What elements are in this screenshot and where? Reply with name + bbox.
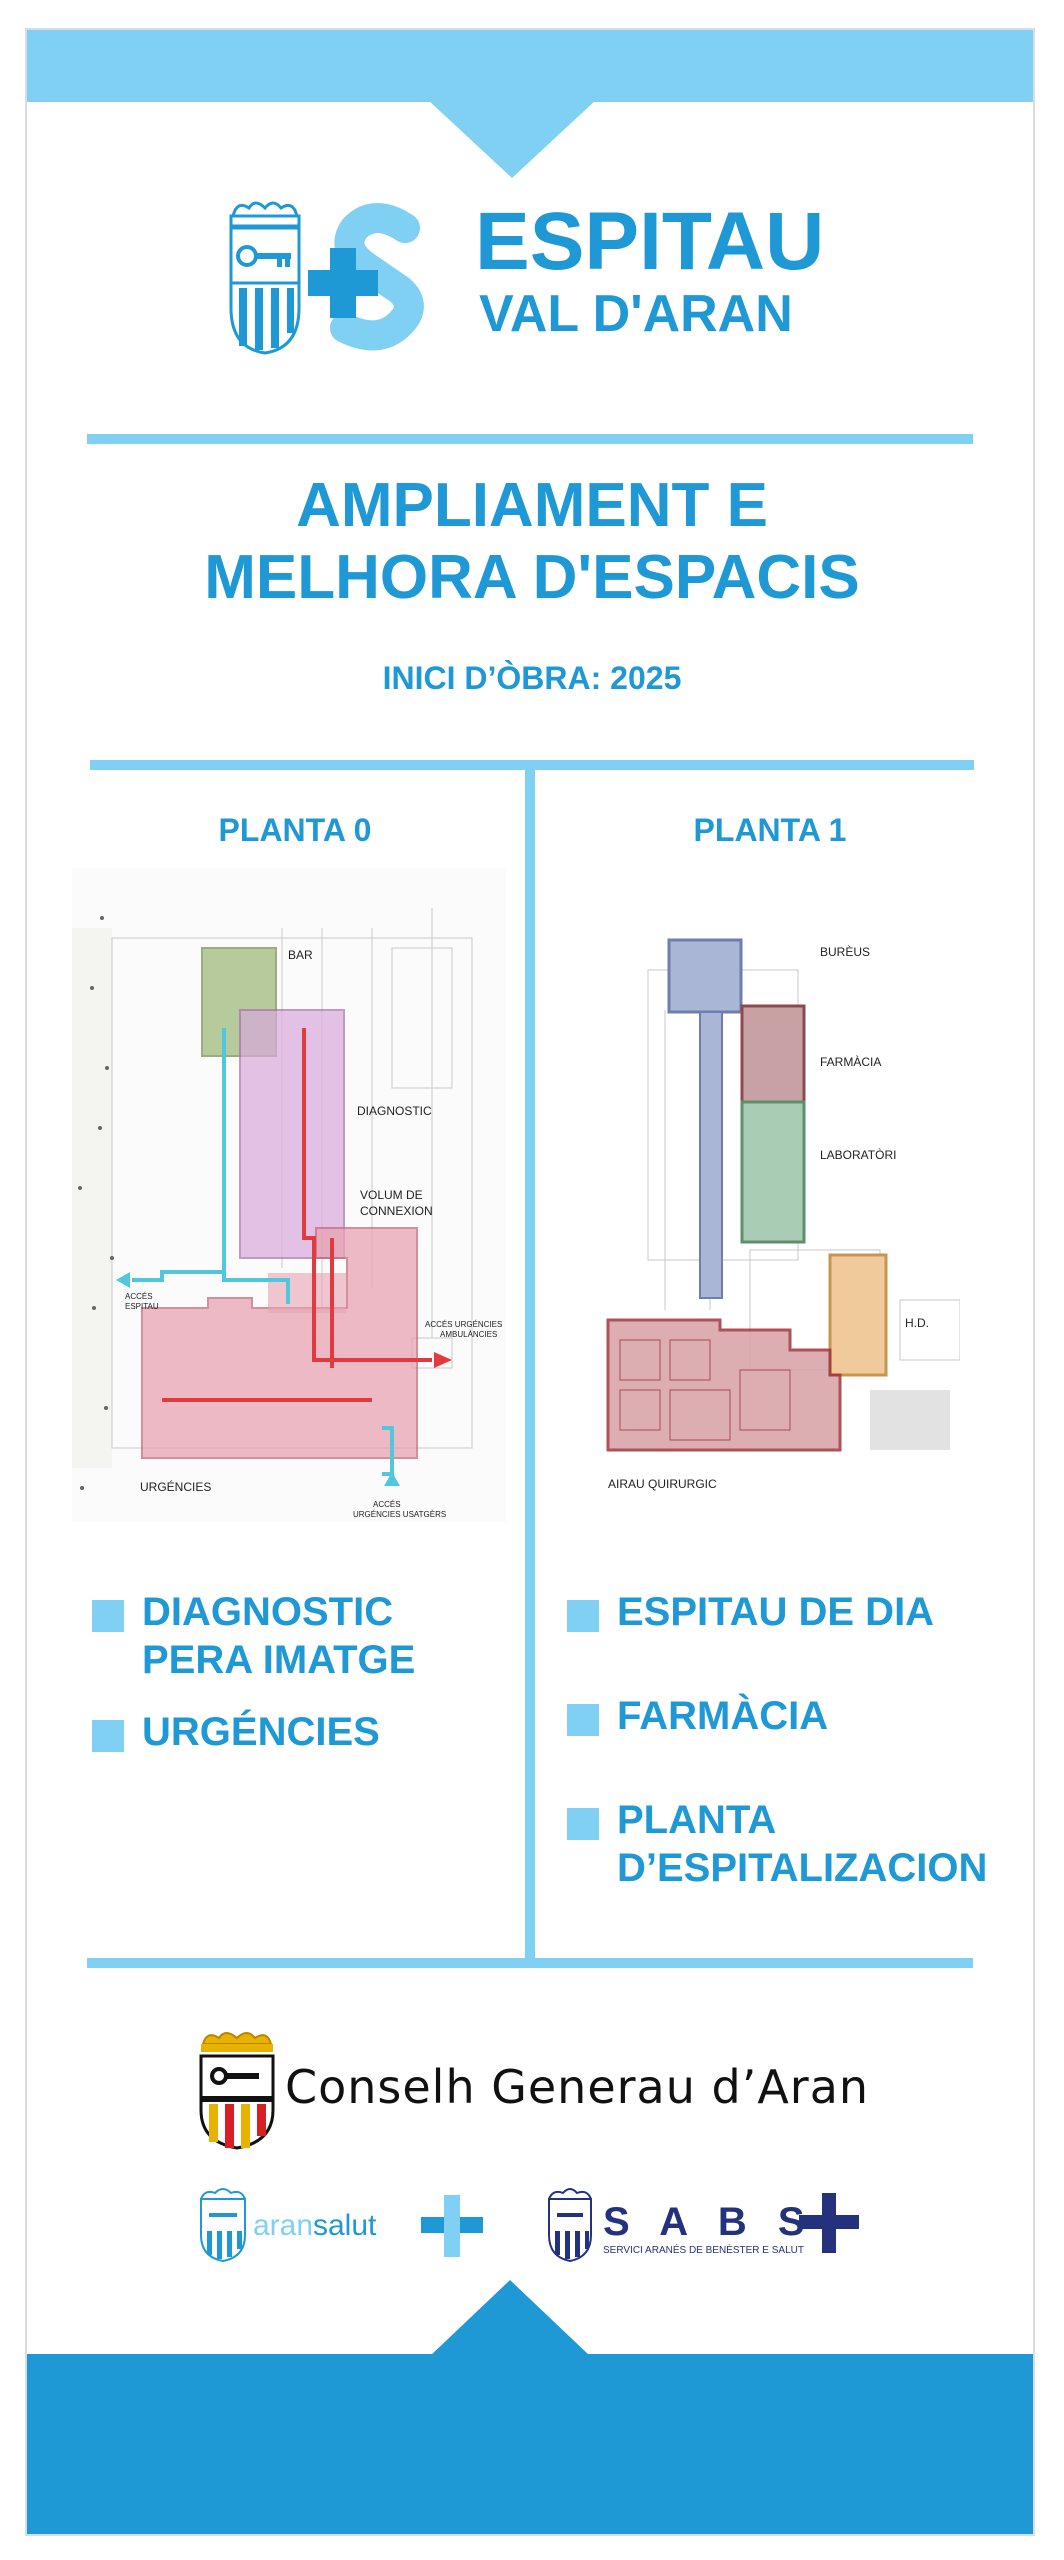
- bullet-text: PLANTA: [617, 1798, 777, 1842]
- bottom-notch: [430, 2280, 590, 2356]
- aransalut-text-b: salut: [313, 2209, 377, 2242]
- floor0-title: PLANTA 0: [218, 812, 372, 848]
- top-band: [27, 30, 1033, 102]
- sabs-letters: S A B S: [603, 2200, 815, 2244]
- floor0-label-acces-users1: ACCÉS: [373, 1500, 401, 1509]
- project-title-line1: AMPLIAMENT E: [296, 471, 768, 540]
- sabs-arms-icon: [548, 2188, 592, 2263]
- bottom-band: [27, 2354, 1033, 2534]
- aransalut-text-a: aran: [253, 2209, 313, 2242]
- sabs-plus-icon: [799, 2193, 859, 2253]
- coat-of-arms-icon: [229, 201, 301, 355]
- floor0-label-acces-espitau1: ACCÉS: [125, 1292, 153, 1301]
- floor1-label-hd: H.D.: [905, 1316, 929, 1330]
- bullet-text: FARMÀCIA: [617, 1694, 829, 1738]
- floor0-label-urgencies: URGÉNCIES: [140, 1480, 212, 1494]
- floor1-title: PLANTA 1: [693, 812, 847, 848]
- bullet-day-hospital: ESPITAU DE DIA: [567, 1588, 987, 1636]
- floor0-label-volum1: VOLUM DE: [360, 1188, 423, 1202]
- divider-bottom: [87, 1958, 973, 1968]
- council-coat-of-arms-icon: [199, 2032, 275, 2150]
- floor1-label-bureus: BURÈUS: [820, 945, 871, 959]
- bullet-text: URGÉNCIES: [142, 1710, 380, 1754]
- plus-s-logo-icon: [308, 203, 424, 351]
- aransalut-arms-icon: [200, 2188, 246, 2263]
- bullet-diagnostic: DIAGNOSTIC PERA IMATGE: [92, 1588, 415, 1684]
- bullet-text: PERA IMATGE: [142, 1638, 416, 1682]
- bullet-square-icon: [567, 1600, 599, 1632]
- sabs-subtitle: SERVICI ARANÉS DE BENÈSTER E SALUT: [603, 2243, 804, 2256]
- column-divider: [525, 766, 535, 1962]
- council-name: Conselh Generau d’Aran: [285, 2060, 870, 2114]
- bullet-urgencies: URGÉNCIES: [92, 1708, 415, 1756]
- floor0-label-acces-espitau2: ESPITAU: [125, 1302, 159, 1311]
- hospital-name-line2: VAL D'ARAN: [479, 285, 793, 343]
- floor1-label-laboratori: LABORATÒRI: [820, 1148, 897, 1162]
- bullet-text: ESPITAU DE DIA: [617, 1590, 935, 1634]
- floor0-plan: [72, 868, 506, 1522]
- floor1-label-airau: AIRAU QUIRURGIC: [608, 1477, 717, 1491]
- floor0-label-diagnostic: DIAGNOSTIC: [357, 1104, 432, 1118]
- council-logo: Conselh Generau d’Aran: [195, 2030, 895, 2150]
- bullet-square-icon: [92, 1600, 124, 1632]
- floor0-label-volum2: CONNEXION: [360, 1204, 433, 1218]
- aransalut-logo: aran salut: [200, 2188, 483, 2263]
- aransalut-plus-icon: [421, 2195, 483, 2257]
- hospital-logo: [229, 201, 424, 355]
- floor0-bullets: DIAGNOSTIC PERA IMATGE URGÉNCIES: [92, 1588, 415, 1756]
- top-notch: [428, 100, 596, 178]
- works-start-date: INICI D’ÒBRA: 2025: [382, 660, 682, 696]
- floor0-label-acces-urg1: ACCÉS URGÉNCIES: [425, 1320, 503, 1329]
- divider-top: [87, 434, 973, 444]
- floor0-label-acces-urg2: AMBULÀNCIES: [440, 1330, 498, 1339]
- hospital-name: ESPITAU VAL D'ARAN: [475, 200, 824, 344]
- bullet-pharmacy: FARMÀCIA: [567, 1692, 987, 1740]
- floor0-label-bar: BAR: [288, 948, 313, 962]
- divider-middle: [90, 760, 974, 770]
- floor1-plan: [606, 938, 960, 1452]
- floor1-bullets: ESPITAU DE DIA FARMÀCIA PLANTA D’ESPITAL…: [567, 1588, 987, 1892]
- sabs-logo: S A B S SERVICI ARANÉS DE BENÈSTER E SAL…: [548, 2188, 859, 2263]
- bullet-inpatient: PLANTA D’ESPITALIZACION: [567, 1796, 987, 1892]
- project-title: AMPLIAMENT E MELHORA D'ESPACIS: [0, 470, 1064, 614]
- floor0-label-acces-users2: URGÉNCIES USATGÈRS: [353, 1510, 447, 1519]
- hospital-name-line1: ESPITAU: [475, 196, 825, 287]
- floor1-label-farmacia: FARMÀCIA: [820, 1055, 882, 1069]
- bullet-square-icon: [92, 1720, 124, 1752]
- bullet-text: DIAGNOSTIC: [142, 1590, 394, 1634]
- bullet-text: D’ESPITALIZACION: [617, 1846, 988, 1890]
- bullet-square-icon: [567, 1808, 599, 1840]
- project-title-line2: MELHORA D'ESPACIS: [204, 543, 860, 612]
- bullet-square-icon: [567, 1704, 599, 1736]
